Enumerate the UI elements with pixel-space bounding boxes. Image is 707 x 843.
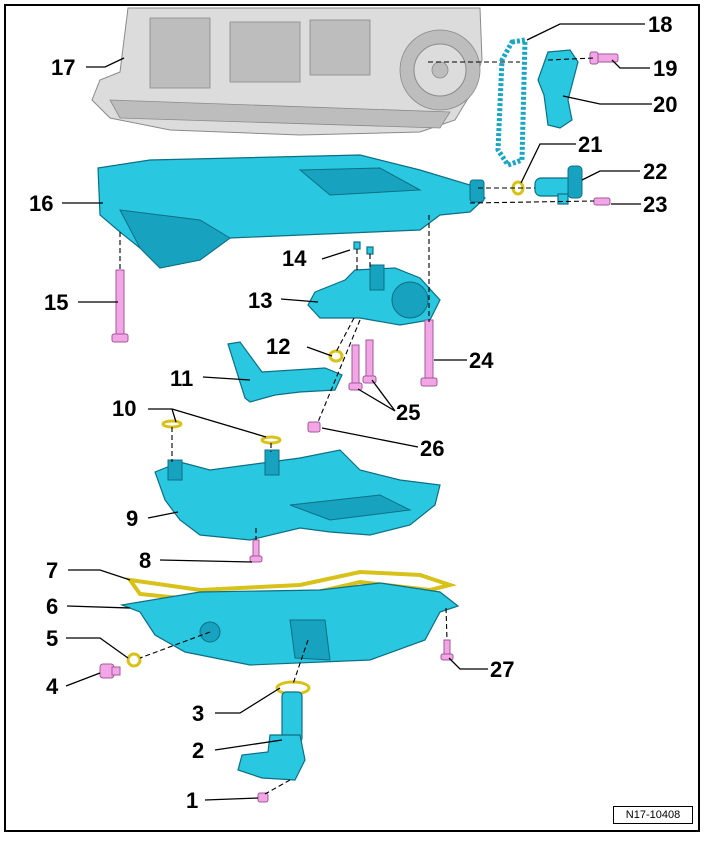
leader-lines — [62, 23, 652, 801]
callout-18: 18 — [648, 12, 672, 37]
callout-3: 3 — [192, 701, 204, 726]
callout-13: 13 — [248, 288, 272, 313]
callout-1: 1 — [186, 788, 198, 813]
pipe-bolt — [307, 421, 321, 433]
callout-17: 17 — [51, 55, 75, 80]
baffle-plate — [154, 449, 441, 541]
drain-plug — [99, 663, 121, 679]
callout-14: 14 — [282, 246, 307, 271]
upper-oil-pan — [97, 154, 486, 269]
sensor-bolt — [257, 792, 269, 803]
callout-25: 25 — [396, 400, 420, 425]
engine-block — [91, 7, 483, 136]
figure-reference-code: N17-10408 — [613, 806, 693, 824]
o-ring-10a — [161, 419, 183, 429]
oil-pressure-valve — [534, 165, 583, 205]
callout-21: 21 — [578, 132, 602, 157]
dowel-sleeve-a — [353, 241, 361, 250]
lower-oil-pan — [119, 582, 460, 666]
callout-2: 2 — [192, 738, 204, 763]
callout-12: 12 — [266, 334, 290, 359]
callout-19: 19 — [653, 56, 677, 81]
callout-26: 26 — [420, 436, 444, 461]
o-ring-12 — [328, 349, 344, 363]
callout-4: 4 — [46, 674, 59, 699]
callout-9: 9 — [126, 506, 138, 531]
long-bolt-15 — [111, 269, 129, 343]
chain-tensioner — [537, 49, 579, 129]
callout-15: 15 — [44, 290, 68, 315]
valve-bolt — [593, 197, 611, 206]
callout-20: 20 — [653, 92, 677, 117]
callout-16: 16 — [29, 191, 53, 216]
diagram-frame — [4, 4, 700, 832]
callout-23: 23 — [643, 192, 667, 217]
oil-pump — [307, 264, 441, 326]
callout-27: 27 — [490, 657, 514, 682]
callout-24: 24 — [469, 348, 494, 373]
callout-6: 6 — [46, 594, 58, 619]
o-ring-10b — [260, 435, 282, 445]
callout-8: 8 — [139, 548, 151, 573]
pump-bolts-25 — [348, 339, 377, 391]
callout-10: 10 — [112, 396, 136, 421]
callout-5: 5 — [46, 626, 58, 651]
oil-suction-pipe — [227, 341, 343, 403]
drive-chain — [495, 37, 528, 169]
long-bolt-24 — [420, 319, 438, 387]
oil-level-sensor — [237, 691, 306, 781]
callout-11: 11 — [170, 366, 193, 391]
baffle-bolt — [249, 539, 263, 563]
callout-7: 7 — [46, 558, 58, 583]
dowel-sleeve-b — [366, 246, 374, 255]
assembly-lines — [119, 57, 595, 795]
pan-bolt-27 — [440, 639, 454, 661]
callout-22: 22 — [643, 159, 667, 184]
drain-seal-ring — [126, 652, 142, 668]
